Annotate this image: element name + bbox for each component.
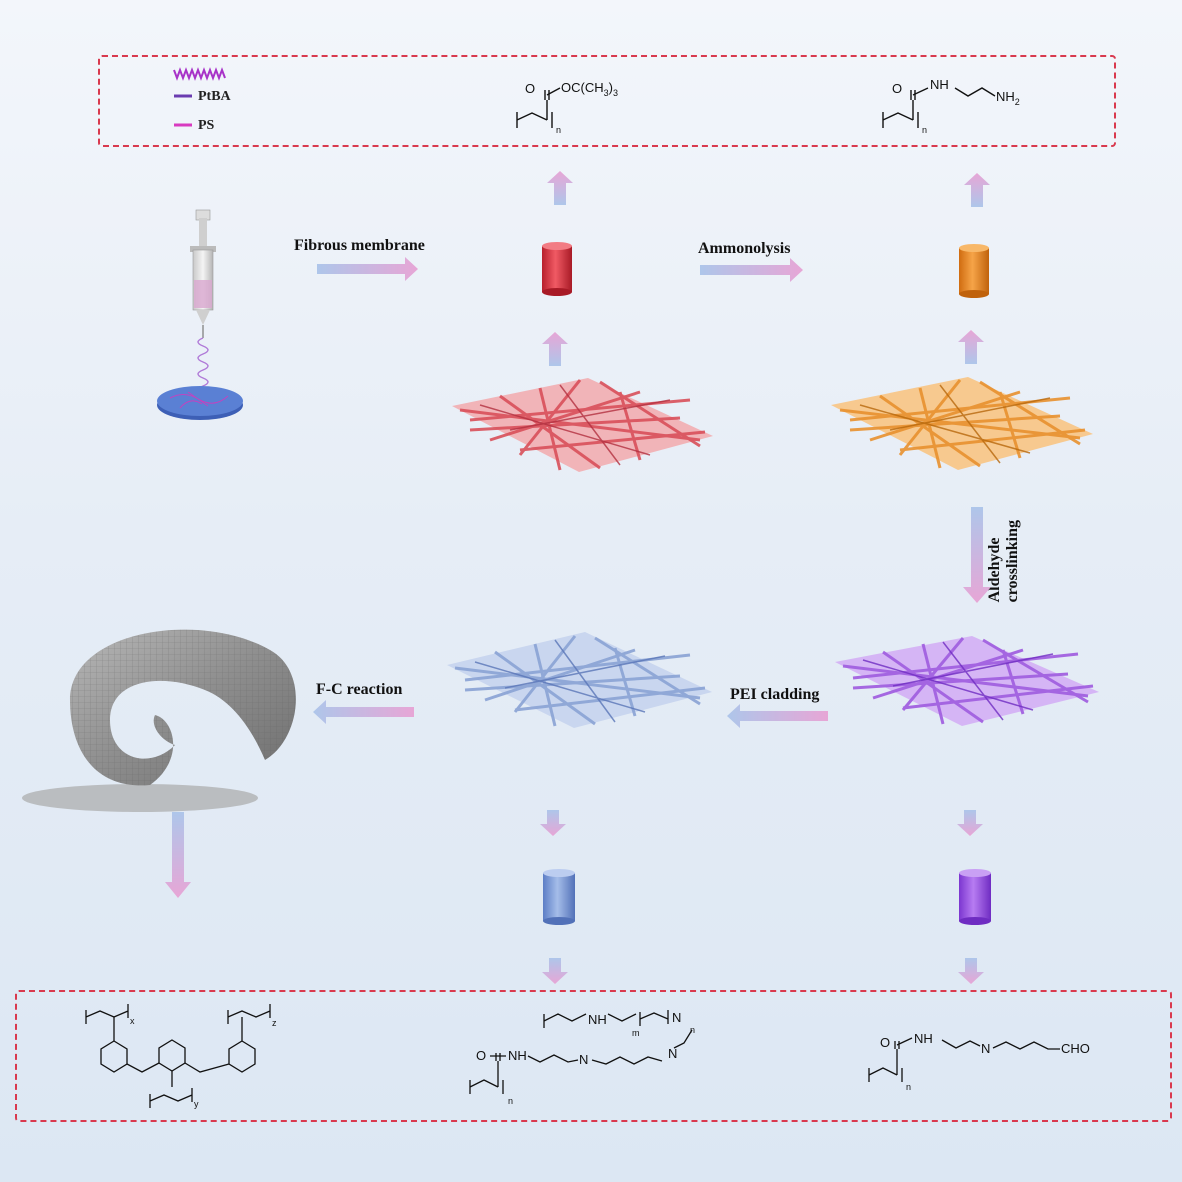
arrow-up-red-top [547,171,573,205]
arrow-up-orange-mid [958,330,984,364]
legend-ps-label: PS [198,118,215,133]
ald-nh-text: NH [914,1031,933,1046]
ptba-n: n [556,125,561,135]
membrane-purple [835,636,1099,726]
legend-ptba-label: PtBA [198,89,231,104]
spiral-aerogel [22,629,296,812]
cylinder-blue [543,869,575,925]
membrane-red [452,378,713,472]
ammonolysis-label: Ammonolysis [698,240,791,257]
arrow-aldehyde [963,507,991,603]
amide-structure [882,87,996,128]
bottom-structure-box [15,990,1172,1122]
pei-n2-text: N [668,1046,677,1061]
ald-n-text: N [981,1041,990,1056]
pei-n1-text: N [672,1010,681,1025]
arrow-down-left [165,812,191,898]
fc-reaction-label: F-C reaction [316,681,403,698]
membrane-blue [447,632,712,728]
pei-nh2-text: NH [508,1048,527,1063]
pei-cladding-label: PEI cladding [730,686,820,703]
arrow-down-purple-1 [957,810,983,836]
pei-n3-text: N [579,1052,588,1067]
ptba-close: ) [609,80,613,95]
hcp-y: y [194,1099,199,1109]
fibrous-membrane-label: Fibrous membrane [294,237,425,254]
legend-wave-icon [173,67,226,81]
ptba-o-text: O [525,81,535,96]
pei-n-sub: n [690,1025,695,1035]
arrow-down-blue-2 [542,958,568,984]
arrow-down-purple-2 [958,958,984,984]
ptba-structure [516,87,561,128]
nh2-sub: 2 [1015,97,1020,107]
pei-n-poly: n [508,1096,513,1106]
arrow-ammonolysis [700,258,803,282]
arrow-fibrous [317,257,418,281]
ptba-sub: 3 [604,88,609,98]
pei-nh-text: NH [588,1012,607,1027]
amide-n: n [922,125,927,135]
pei-structure [469,1010,693,1094]
ald-o-text: O [880,1035,890,1050]
top-structure-box [98,55,1116,147]
hcp-structure [85,1004,271,1108]
arrow-up-orange-top [964,173,990,207]
pei-m: m [632,1028,640,1038]
electrospinning-syringe [157,209,243,420]
arrow-up-red-mid [542,332,568,366]
amide-o-text: O [892,81,902,96]
hcp-z: z [272,1018,277,1028]
arrow-pei [727,704,828,728]
cylinder-red [542,242,572,296]
arrow-fc [313,700,414,724]
amide-nh2-text: NH2 [996,89,1020,107]
ald-cho-text: CHO [1061,1041,1090,1056]
ptba-sub-b: 3 [613,88,618,98]
cylinder-orange [959,244,989,298]
aldehyde-structure [868,1037,1060,1082]
membrane-orange [831,377,1093,470]
hcp-x: x [130,1016,135,1026]
arrow-down-blue-1 [540,810,566,836]
ald-n-sub: n [906,1082,911,1092]
amide-nh-text: NH [930,77,949,92]
ptba-ester-text: OC(CH3)3 [561,80,618,98]
cylinder-purple [959,869,991,925]
pei-o-text: O [476,1048,486,1063]
nh2-main: NH [996,89,1015,104]
ptba-group: OC(CH [561,80,604,95]
